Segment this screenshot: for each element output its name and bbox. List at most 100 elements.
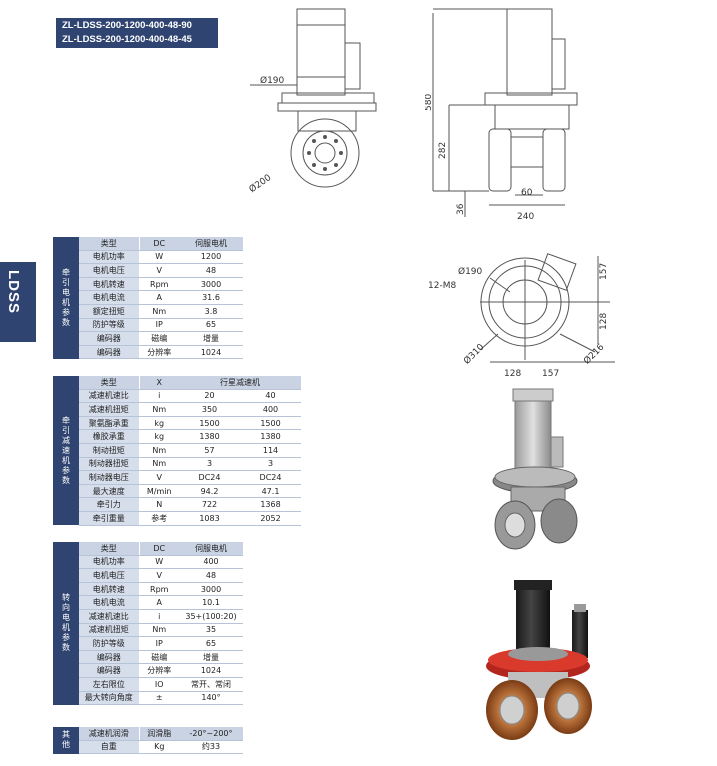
drive-reducer-cell: 橡胶承重 (79, 429, 140, 444)
drive-reducer-cell: 聚氨酯承重 (79, 416, 140, 431)
drive-motor-cell: 额定扭矩 (79, 304, 140, 319)
drive-reducer-cell: 1368 (240, 497, 301, 512)
steer-motor-cell: Rpm (139, 582, 179, 597)
drive-reducer-cell: 最大速度 (79, 484, 140, 499)
steer-motor-cell: 电机电压 (79, 568, 140, 583)
model-name-2: ZL-LDSS-200-1200-400-48-45 (62, 34, 192, 45)
drive-motor-cell: 1200 (179, 250, 243, 265)
drive-reducer-cell: i (139, 389, 179, 404)
drive-reducer-cell: DC24 (240, 470, 301, 485)
steer-motor-cell: i (139, 609, 179, 624)
drive-motor-cell: 48 (179, 263, 243, 278)
steer-motor-cell: 10.1 (179, 595, 243, 610)
model-name-1: ZL-LDSS-200-1200-400-48-90 (62, 20, 192, 31)
steer-motor-cell: 140° (179, 691, 243, 706)
steer-motor-cell: 增量 (179, 650, 243, 665)
drive-reducer-cell: 减速机扭矩 (79, 402, 140, 417)
drive-reducer-cell: 参考 (139, 511, 179, 526)
drive-motor-cell: 3000 (179, 277, 243, 292)
other-cell: 减速机润滑 (79, 727, 140, 741)
drive-reducer-cell: N (139, 497, 179, 512)
other-cell: 约33 (179, 740, 243, 755)
steer-motor-cell: 磁编 (139, 650, 179, 665)
steer-motor-cell: DC (139, 542, 179, 556)
steer-motor-cell: 最大转向角度 (79, 691, 140, 706)
drive-motor-cell: 增量 (179, 331, 243, 346)
steer-motor-cell: 减速机扭矩 (79, 623, 140, 638)
drive-reducer-cell: 制动器扭矩 (79, 457, 140, 472)
steer-motor-cell: V (139, 568, 179, 583)
side-dim-240: 240 (517, 212, 534, 222)
drive-motor-cell: 31.6 (179, 290, 243, 305)
drive-motor-cell: Rpm (139, 277, 179, 292)
drive-motor-cell: 1024 (179, 345, 243, 360)
drive-motor-cell: IP (139, 318, 179, 333)
drive-reducer-cell: 牵引力 (79, 497, 140, 512)
drive-reducer-cell: 114 (240, 443, 301, 458)
drive-motor-group-label: 牵引电机参数 (53, 237, 79, 359)
drive-motor-row: 编码器磁编增量 (53, 331, 243, 346)
drive-reducer-cell: kg (139, 429, 179, 444)
drive-motor-cell: Nm (139, 304, 179, 319)
drive-motor-cell: 3.8 (179, 304, 243, 319)
model-title-box: ZL-LDSS-200-1200-400-48-90 ZL-LDSS-200-1… (56, 18, 218, 48)
product-render-gray (492, 388, 578, 550)
steer-motor-group-label: 转向电机参数 (53, 542, 79, 705)
drive-reducer-cell: Nm (139, 443, 179, 458)
other-cell: Kg (139, 740, 179, 755)
drive-reducer-cell: 47.1 (240, 484, 301, 499)
steer-motor-cell: 400 (179, 555, 243, 570)
drive-reducer-cell: kg (139, 416, 179, 431)
top-dim-v128: 128 (599, 313, 609, 330)
steer-motor-cell: 35+(100:20) (179, 609, 243, 624)
drive-reducer-cell: 制动扭矩 (79, 443, 140, 458)
steer-motor-cell: 48 (179, 568, 243, 583)
drive-reducer-cell: Nm (139, 457, 179, 472)
drive-reducer-cell: 牵引重量 (79, 511, 140, 526)
steer-motor-cell: A (139, 595, 179, 610)
other-group-label: 其他 (53, 727, 79, 754)
drive-motor-cell: 电机电流 (79, 290, 140, 305)
steer-motor-cell: 编码器 (79, 650, 140, 665)
drive-reducer-cell: 722 (179, 497, 240, 512)
other-group-text: 其他 (62, 730, 70, 750)
drive-motor-cell: 防护等级 (79, 318, 140, 333)
drive-reducer-cell: DC24 (179, 470, 240, 485)
drive-reducer-cell: 94.2 (179, 484, 240, 499)
side-tab-label: LDSS (5, 270, 22, 315)
steer-motor-cell: ± (139, 691, 179, 706)
drive-motor-cell: V (139, 263, 179, 278)
front-view-drawing: Ø190 Ø200 (247, 8, 377, 195)
other-row: 其他减速机润滑润滑脂-20°~200° (53, 727, 243, 754)
drive-reducer-cell: 350 (179, 402, 240, 417)
drive-motor-cell: W (139, 250, 179, 265)
side-dim-580: 580 (425, 94, 434, 111)
drive-motor-cell: DC (139, 237, 179, 251)
steer-motor-cell: IO (139, 677, 179, 692)
drive-motor-cell: 编码器 (79, 331, 140, 346)
drive-motor-cell: 电机功率 (79, 250, 140, 265)
drive-reducer-cell: 1500 (240, 416, 301, 431)
drive-reducer-cell: 57 (179, 443, 240, 458)
drive-reducer-cell: 20 (179, 389, 240, 404)
side-dim-282: 282 (438, 142, 448, 159)
